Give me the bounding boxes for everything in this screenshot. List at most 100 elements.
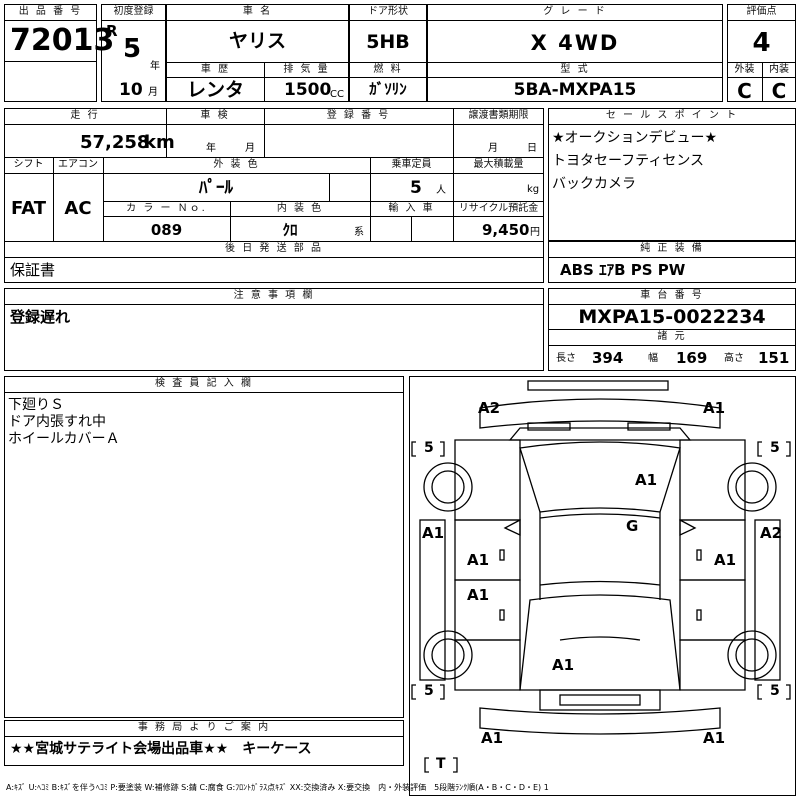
inspector-box — [4, 376, 404, 718]
mark-hood: A1 — [635, 471, 658, 489]
insp-year-unit: 年 — [206, 143, 216, 154]
interior-grade: C — [771, 79, 787, 103]
car-name-header: 車 名 — [242, 6, 273, 17]
ext-color: ﾊﾟｰﾙ — [199, 178, 233, 198]
height: 151 — [758, 349, 790, 367]
tire-rear-right: 5 — [770, 683, 780, 699]
chassis-no: MXPA15-0022234 — [578, 306, 766, 328]
office-box — [4, 720, 404, 766]
door-box — [349, 4, 427, 102]
mark-fender-left: A1 — [422, 524, 445, 542]
sales-points-box — [548, 108, 796, 241]
mark-front-bumper-right: A1 — [703, 399, 726, 417]
car-diagram-box — [409, 376, 796, 796]
displacement-unit: CC — [330, 89, 344, 100]
shift: FAT — [10, 198, 47, 219]
year-unit: 年 — [150, 61, 160, 72]
deadline-header: 譲渡書類期限 — [468, 110, 529, 121]
grade: X 4WD — [530, 31, 620, 55]
model: 5BA-MXPA15 — [513, 80, 637, 100]
import-header: 輸 入 車 — [388, 203, 435, 214]
exterior-grade: C — [737, 79, 752, 103]
era: R — [106, 22, 118, 40]
recycle: 9,450 — [482, 221, 530, 239]
inspector-note-1: 下廻りＳ — [8, 397, 64, 413]
first-reg-box — [101, 4, 166, 102]
car-name: ヤリス — [228, 30, 286, 52]
lot-no: 72013 — [10, 23, 115, 58]
int-color-header: 内 装 色 — [276, 203, 324, 214]
specs-header: 諸 元 — [657, 331, 687, 342]
mileage-header: 走 行 — [70, 110, 100, 121]
first-reg-header: 初度登録 — [113, 6, 154, 17]
length: 394 — [592, 349, 624, 367]
sales-point-3: バックカメラ — [552, 176, 636, 192]
mark-trunk: A1 — [552, 656, 575, 674]
tire-front-left: 5 — [424, 440, 434, 456]
reg-no-header: 登 録 番 号 — [326, 110, 391, 121]
chassis-header: 車 台 番 号 — [640, 290, 704, 301]
exterior-header: 外装 — [734, 64, 755, 75]
mark-front-door-left: A1 — [467, 551, 490, 569]
later-parts-header: 後 日 発 送 部 品 — [225, 243, 323, 254]
office-header: 事 務 局 よ り ご 案 内 — [137, 722, 271, 733]
mileage-unit: km — [144, 132, 175, 153]
deadline-month-unit: 月 — [488, 143, 498, 154]
inspection-header: 車 検 — [200, 110, 230, 121]
mark-fender-right: A2 — [760, 524, 783, 542]
door-header: ドア形状 — [368, 6, 408, 17]
history-header: 車 歴 — [200, 64, 231, 75]
first-reg-month: 10 — [119, 80, 143, 100]
capacity: 5 — [410, 178, 422, 198]
capacity-header: 乗車定員 — [391, 159, 432, 170]
aircon: AC — [64, 198, 92, 219]
mark-front-bumper-left: A2 — [478, 399, 501, 417]
int-color-unit: 系 — [354, 227, 364, 238]
score-header: 評価点 — [746, 6, 777, 17]
aircon-header: エアコン — [58, 159, 98, 170]
genuine-equipment-box — [548, 241, 796, 283]
genuine-equipment: ABS ｴｱB PS PW — [560, 261, 686, 279]
notes: 登録遅れ — [10, 308, 71, 326]
recycle-unit: 円 — [530, 227, 540, 238]
color-no-header: カ ラ ー Ｎｏ. — [126, 203, 207, 214]
genuine-equipment-header: 純 正 装 備 — [640, 243, 704, 254]
inspector-note-2: ドア内張すれ中 — [8, 414, 106, 430]
spare-tire: T — [436, 756, 446, 772]
score-box — [727, 4, 796, 102]
displacement-header: 排 気 量 — [283, 64, 330, 75]
max-load-header: 最大積載量 — [473, 159, 524, 170]
load-unit: kg — [527, 184, 540, 195]
door: 5HB — [366, 31, 410, 53]
detail-block — [4, 108, 544, 283]
mark-front-door-right: A1 — [714, 551, 737, 569]
mark-rear-door-left: A1 — [467, 586, 490, 604]
length-label: 長さ — [556, 353, 576, 364]
car-name-box — [166, 4, 349, 102]
tire-rear-left: 5 — [424, 683, 434, 699]
width: 169 — [676, 349, 708, 367]
inspector-note-3: ホイールカバーＡ — [8, 431, 120, 447]
shift-header: シフト — [13, 159, 44, 170]
legend: A:ｷｽﾞ U:ﾍｺﾐ B:ｷｽﾞを伴うﾍｺﾐ P:要塗装 W:補修跡 S:錆 … — [6, 783, 549, 792]
sales-point-2: トヨタセーフティセンス — [552, 153, 705, 169]
month-unit: 月 — [148, 87, 158, 98]
mileage: 57,258 — [80, 132, 150, 153]
mark-rear-bumper-right: A1 — [703, 729, 726, 747]
first-reg-year: 5 — [123, 34, 142, 64]
capacity-unit: 人 — [436, 185, 446, 196]
grade-box — [427, 4, 723, 102]
mark-rear-bumper-left: A1 — [481, 729, 504, 747]
model-header: 型 式 — [560, 64, 590, 75]
sales-point-1: ★オークションデビュー★ — [552, 130, 718, 146]
fuel: ｶﾞｿﾘﾝ — [369, 80, 407, 98]
tire-front-right: 5 — [770, 440, 780, 456]
inspector-header: 検 査 員 記 入 欄 — [155, 378, 253, 389]
displacement: 1500 — [284, 80, 332, 100]
fuel-header: 燃 料 — [373, 64, 403, 75]
sales-points-header: セ ー ル ス ポ イ ン ト — [605, 110, 739, 121]
history: レンタ — [186, 79, 244, 101]
ext-color-header: 外 装 色 — [213, 159, 260, 170]
notes-header: 注 意 事 項 欄 — [233, 290, 315, 301]
